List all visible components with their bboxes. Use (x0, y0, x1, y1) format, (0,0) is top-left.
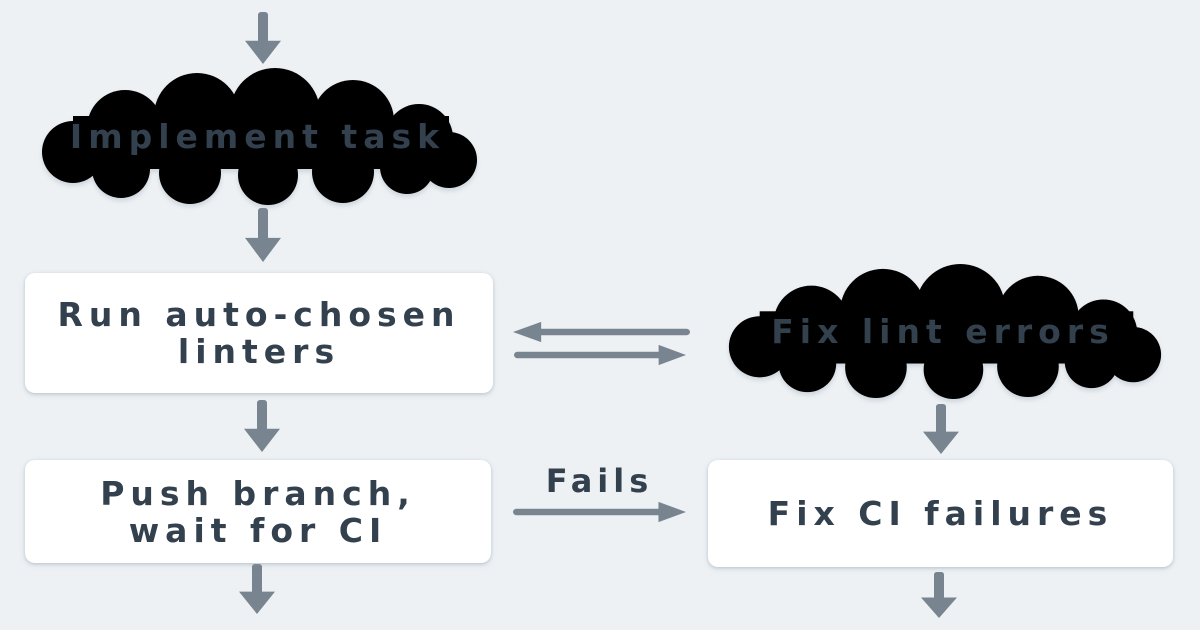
node-label: Fix CI failures (767, 494, 1114, 533)
arrow-push-branch-to-fix-ci-failures (513, 501, 686, 523)
node-label-line: Run auto-chosen (57, 295, 461, 334)
node-fix-ci-failures: Fix CI failures (708, 460, 1173, 567)
arrow-fix-lint-errors-to-fix-ci-failures (923, 404, 959, 454)
node-implement-task: Implement task (25, 66, 490, 206)
arrow-fix-ci-failures-continue (921, 572, 957, 618)
arrow-run-linters-to-push-branch (244, 400, 280, 452)
arrow-fix-lint-errors-to-run-linters (513, 321, 690, 343)
arrow-run-linters-to-fix-lint-errors (514, 344, 686, 366)
node-run-linters: Run auto-chosen linters (25, 273, 493, 393)
node-label: Fix lint errors (771, 311, 1115, 351)
node-label-line: linters (177, 332, 341, 371)
node-push-branch: Push branch, wait for CI (25, 460, 491, 563)
node-label: Implement task (69, 116, 446, 156)
node-fix-lint-errors: Fix lint errors (712, 262, 1174, 400)
node-label-line: wait for CI (128, 510, 388, 550)
arrow-implement-task-to-run-linters (245, 208, 281, 262)
arrow-push-branch-continue (239, 564, 275, 614)
arrow-start-to-implement-task (245, 12, 281, 64)
edge-label-fails: Fails (545, 462, 654, 500)
node-label-line: Push branch, (100, 473, 416, 513)
